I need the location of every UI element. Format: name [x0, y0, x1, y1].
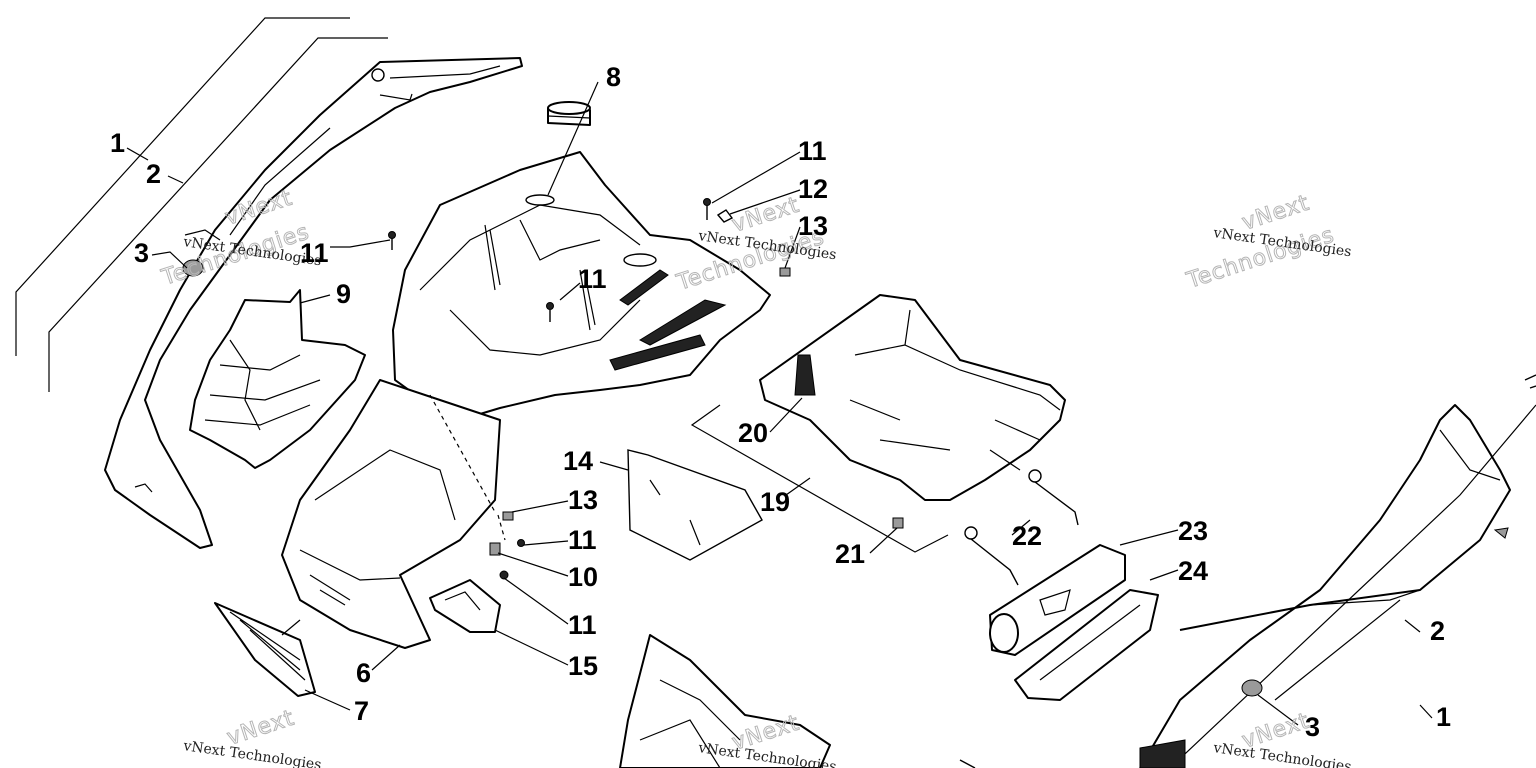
clip-12 — [716, 209, 734, 223]
callout-19: 19 — [760, 487, 790, 517]
callout-24: 24 — [1178, 556, 1208, 586]
grommet — [547, 101, 591, 126]
callout-11-upper-right: 11 — [798, 136, 827, 166]
right-emblem — [1241, 679, 1263, 697]
callout-3-right: 3 — [1305, 712, 1320, 742]
bolt-center — [546, 302, 554, 322]
callout-11-lower-a: 11 — [568, 525, 597, 555]
bolt-11-lower — [517, 539, 525, 547]
tray-clip — [892, 517, 904, 529]
strap-lower — [964, 526, 1019, 586]
callout-2-right: 2 — [1430, 616, 1445, 646]
lower-frame — [619, 634, 831, 768]
watermark-top-right: vNext Technologies vNext Technologies — [1183, 190, 1353, 294]
windshield — [627, 449, 763, 561]
left-emblem — [182, 259, 204, 277]
frame-lower-right — [959, 759, 976, 768]
bolt-right-upper — [703, 198, 711, 220]
watermark-bottom-right: vNext vNext Technologies — [1211, 708, 1352, 768]
strap-upper — [1028, 469, 1079, 526]
callout-13-upper: 13 — [798, 211, 828, 241]
svg-text:vNext: vNext — [224, 706, 298, 751]
callout-10: 10 — [568, 562, 598, 592]
callout-13-lower: 13 — [568, 485, 598, 515]
callout-14: 14 — [563, 446, 593, 476]
callout-11-left: 11 — [300, 238, 329, 268]
callout-20: 20 — [738, 418, 768, 448]
spacer-10 — [489, 542, 501, 556]
tray-bracket-lines — [690, 404, 949, 553]
callout-3-left: 3 — [134, 238, 149, 268]
callout-21: 21 — [835, 539, 865, 569]
leader-lines — [126, 81, 1433, 726]
svg-text:vNext: vNext — [1239, 191, 1313, 236]
left-side-panel-bracket — [15, 17, 388, 392]
bolt-11-bracket — [499, 570, 509, 580]
callout-23: 23 — [1178, 516, 1208, 546]
nut-13-upper — [779, 267, 791, 277]
callout-15: 15 — [568, 651, 598, 681]
callout-8: 8 — [606, 62, 621, 92]
right-bracket — [1169, 404, 1536, 768]
lower-grille — [214, 602, 316, 697]
inner-grille — [189, 289, 366, 469]
right-edge-part — [1493, 374, 1536, 539]
callout-12: 12 — [798, 174, 828, 204]
callout-1-left: 1 — [110, 128, 125, 158]
watermark-bottom-left: vNext vNext Technologies — [181, 705, 322, 768]
right-side-panel — [1139, 404, 1511, 768]
callout-6: 6 — [356, 658, 371, 688]
dashed-guides — [429, 394, 506, 541]
front-nose — [281, 379, 501, 649]
left-side-panel — [104, 57, 523, 549]
callout-22: 22 — [1012, 521, 1042, 551]
callout-7: 7 — [354, 696, 369, 726]
callout-2-left: 2 — [146, 159, 161, 189]
svg-text:vNext: vNext — [729, 193, 803, 238]
callout-11-center: 11 — [578, 264, 607, 294]
storage-tray — [759, 294, 1066, 501]
callout-11-lower-b: 11 — [568, 610, 597, 640]
mount-bracket — [429, 579, 501, 633]
filter-tube — [989, 544, 1126, 656]
svg-text:vNext Technologies: vNext Technologies — [1211, 740, 1352, 768]
tube-cover — [1014, 589, 1159, 701]
upper-hood — [392, 151, 771, 421]
bolt-left-upper — [388, 231, 396, 250]
callout-1-right: 1 — [1436, 702, 1451, 732]
right-badge — [1139, 739, 1186, 768]
nut-13-lower — [502, 511, 514, 521]
callout-9: 9 — [336, 279, 351, 309]
